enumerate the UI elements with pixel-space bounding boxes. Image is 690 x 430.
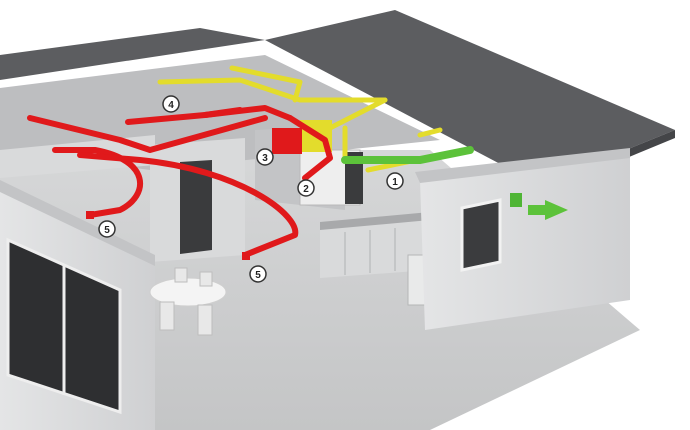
roof-main — [265, 10, 675, 185]
callout-4: 4 — [162, 95, 180, 113]
fresh-air-arrow-icon — [528, 200, 568, 220]
supply-outlet — [86, 211, 94, 219]
exterior-wall-right — [420, 155, 630, 330]
unit-panel — [345, 152, 363, 204]
supply-duct — [287, 115, 333, 181]
supply-duct — [52, 147, 144, 218]
callout-label: 5 — [255, 270, 261, 281]
callout-label: 1 — [392, 177, 398, 188]
dining-chair — [159, 301, 175, 331]
supply-duct — [77, 152, 299, 258]
door — [180, 160, 212, 254]
supply-ducts — [27, 105, 333, 258]
callout-label: 5 — [104, 225, 110, 236]
exterior-wall-top — [415, 148, 630, 183]
roof-left — [0, 28, 265, 80]
callout-label: 2 — [303, 184, 309, 195]
air-intake-grille — [510, 193, 522, 207]
counter-top — [320, 212, 430, 230]
fresh-air-duct — [341, 146, 474, 164]
callout-circle — [297, 179, 315, 197]
callout-2: 2 — [297, 179, 315, 197]
callout-label: 3 — [262, 153, 268, 164]
kitchen-counter — [320, 218, 430, 278]
extract-duct — [417, 127, 443, 138]
front-wall-top — [0, 180, 155, 266]
supply-plenum-box — [272, 128, 302, 154]
extract-duct — [229, 65, 303, 103]
dining-chair — [197, 304, 213, 336]
supply-outlet — [242, 252, 250, 260]
supply-duct — [27, 115, 268, 153]
extract-duct — [157, 77, 388, 103]
callout-circle — [162, 95, 180, 113]
callout-3: 3 — [256, 148, 274, 166]
callout-circle — [249, 265, 267, 283]
extract-duct — [327, 97, 388, 131]
window-right — [460, 198, 502, 272]
supply-duct — [202, 107, 243, 118]
callout-circle — [256, 148, 274, 166]
callout-5-dining: 5 — [249, 265, 267, 283]
dining-chair — [199, 271, 213, 287]
dining-chair — [174, 267, 188, 283]
callout-label: 4 — [168, 100, 174, 111]
callout-1: 1 — [386, 172, 404, 190]
callout-circle — [98, 220, 116, 238]
callout-5-living: 5 — [98, 220, 116, 238]
callout-circle — [386, 172, 404, 190]
